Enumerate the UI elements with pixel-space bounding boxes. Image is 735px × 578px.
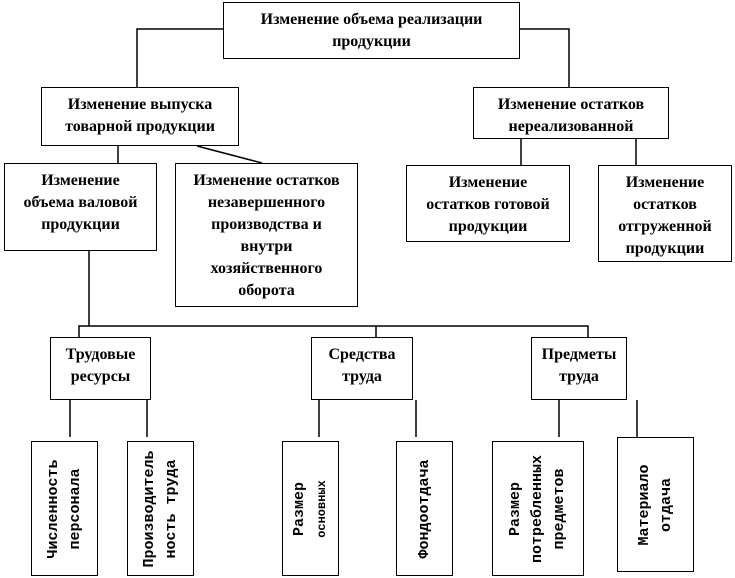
text-line: предметов bbox=[551, 468, 568, 550]
text-line: Изменение выпуска bbox=[67, 96, 213, 113]
box-commodity-output-change: Изменение выпуска товарной продукции bbox=[41, 87, 239, 146]
text-line: Производитель bbox=[140, 449, 158, 568]
text-line: ресурсы bbox=[70, 368, 131, 385]
text-line: персонала bbox=[66, 468, 84, 550]
text-line: продукции bbox=[448, 218, 528, 235]
text-line: остатков bbox=[633, 196, 697, 213]
text-line: ность труда bbox=[162, 458, 180, 559]
text-line: нереализованной bbox=[508, 118, 634, 135]
text-line: продукции bbox=[332, 33, 411, 50]
text-line: труда bbox=[559, 368, 599, 385]
text-line: оборота bbox=[238, 282, 295, 299]
text-line: Трудовые bbox=[65, 346, 136, 363]
box-unsold-stock-change: Изменение остатков нереализованной bbox=[473, 87, 669, 139]
box-objects-of-labor: Предметы труда bbox=[531, 337, 627, 400]
box-shipped-goods-stock-change: Изменение остатков отгруженной продукции bbox=[598, 165, 732, 262]
box-finished-goods-stock-change: Изменение остатков готовой продукции bbox=[406, 165, 570, 242]
text-line: труда bbox=[342, 368, 382, 385]
box-consumed-materials-size: Размер потребленных предметов bbox=[492, 441, 584, 576]
text-line: Изменение bbox=[625, 174, 705, 191]
text-line: Изменение bbox=[448, 174, 528, 191]
text-line: производства и bbox=[211, 216, 322, 233]
text-line: объема валовой bbox=[23, 194, 138, 211]
text-line: продукции bbox=[625, 240, 705, 257]
text-line: остатков готовой bbox=[426, 196, 550, 213]
text-line: Численность bbox=[44, 458, 62, 559]
text-line: отдача bbox=[657, 477, 675, 532]
text-line: Размер bbox=[290, 481, 308, 536]
box-fixed-assets-size: Размер основных bbox=[282, 441, 339, 576]
text-line: товарной продукции bbox=[65, 118, 215, 135]
text-line: отгруженной bbox=[618, 218, 712, 235]
connector-root-output bbox=[136, 28, 223, 87]
text-line: Размер bbox=[507, 481, 524, 536]
text-line: Средства bbox=[328, 346, 396, 363]
text-line: хозяйственного bbox=[210, 260, 323, 277]
root-box-sales-volume-change: Изменение объема реализации продукции bbox=[223, 2, 520, 59]
box-labor-resources: Трудовые ресурсы bbox=[50, 337, 151, 400]
text-line: основных bbox=[314, 479, 329, 538]
box-means-of-labor: Средства труда bbox=[311, 337, 413, 400]
text-line: продукции bbox=[41, 216, 120, 233]
box-capital-productivity: Фондоотдача bbox=[396, 441, 453, 576]
connector-bus bbox=[78, 325, 589, 337]
text-line: Изменение bbox=[41, 172, 120, 189]
connector-output-wip bbox=[196, 145, 263, 164]
connector-root-unsold bbox=[520, 28, 570, 87]
text-line: Предметы bbox=[541, 346, 617, 363]
text-line: потребленных bbox=[529, 454, 546, 563]
text-line: Фондоотдача bbox=[415, 458, 433, 559]
text-line: внутри bbox=[240, 238, 293, 255]
text-line: Материало bbox=[635, 463, 653, 546]
text-line: Изменение объема реализации bbox=[260, 11, 483, 28]
box-wip-stock-change: Изменение остатков незавершенного производ… bbox=[175, 163, 358, 307]
text-line: Изменение остатков bbox=[193, 172, 340, 189]
text-line: незавершенного bbox=[207, 194, 326, 211]
text-line: Изменение остатков bbox=[497, 96, 645, 113]
box-gross-output-change: Изменение объема валовой продукции bbox=[4, 163, 157, 251]
